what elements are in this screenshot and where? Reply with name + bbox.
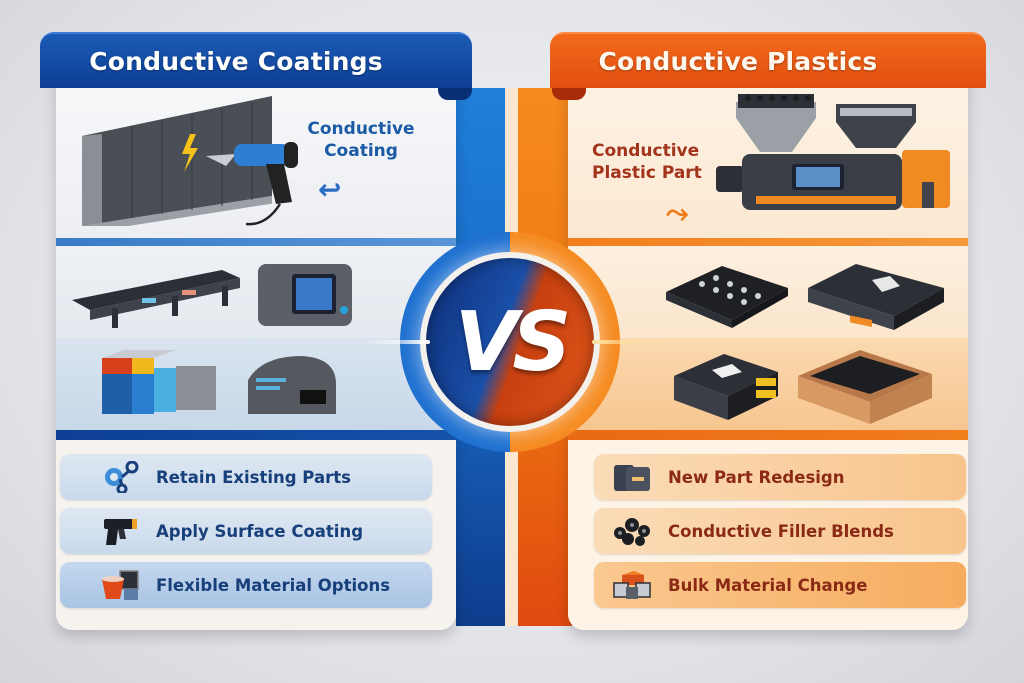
feature-label: Bulk Material Change [668, 575, 868, 595]
feature-retain-existing-parts: Retain Existing Parts [60, 454, 432, 500]
feature-new-part-redesign: New Part Redesign [594, 454, 966, 500]
feature-flexible-material-options: Flexible Material Options [60, 562, 432, 608]
plastic-housing-icon [808, 264, 944, 330]
coating-hero-section: Conductive Coating ↩ [56, 88, 456, 238]
coating-products-row-2 [56, 338, 456, 430]
vs-badge: VS [420, 252, 600, 432]
lightning-icon [182, 134, 198, 172]
spray-gun-icon [206, 142, 298, 226]
coating-callout-label: Conductive Coating [307, 119, 415, 161]
feature-label: New Part Redesign [668, 467, 845, 487]
left-title: Conductive Coatings [89, 46, 383, 76]
plastics-hero-section: Conductive Plastic Part ⤳ [568, 88, 968, 238]
coating-products-row-1 [56, 246, 456, 338]
light-flare [592, 340, 662, 344]
feature-label: Conductive Filler Blends [668, 521, 894, 541]
plastic-tray-icon [666, 266, 788, 328]
right-title: Conductive Plastics [598, 46, 878, 76]
plastic-part-callout-label: Conductive Plastic Part [592, 141, 702, 183]
feature-conductive-filler-blends: Conductive Filler Blends [594, 508, 966, 554]
conveyor-icon [72, 270, 240, 328]
material-bucket-icon [100, 569, 140, 601]
section-divider [568, 238, 968, 246]
spray-gun-icon [100, 515, 140, 547]
light-flare [360, 340, 430, 344]
feature-bulk-material-change: Bulk Material Change [594, 562, 966, 608]
section-divider [56, 430, 456, 440]
plastics-products-row-2 [568, 338, 968, 430]
left-header-ribbon: Conductive Coatings [40, 32, 472, 88]
black-box-icon [674, 354, 778, 420]
plastics-features-list: New Part Redesign Conductive Filler Blen… [568, 440, 968, 630]
link-nodes-icon [100, 460, 140, 495]
color-block-container-icon [102, 350, 216, 414]
enclosure-icon [248, 356, 336, 414]
feature-label: Flexible Material Options [156, 575, 391, 595]
section-divider [56, 238, 456, 246]
cardboard-box-pellets-icon [798, 350, 932, 424]
redesign-parts-icon [612, 461, 652, 493]
curved-arrow-icon: ⤳ [666, 196, 689, 229]
right-header-ribbon: Conductive Plastics [550, 32, 986, 88]
filler-pellets-icon [612, 515, 652, 547]
feature-label: Apply Surface Coating [156, 521, 364, 541]
conductive-plastics-panel: Conductive Plastic Part ⤳ [568, 60, 968, 630]
pellet-hopper-icon [736, 102, 816, 152]
plastics-products-row-1 [568, 246, 968, 338]
section-divider [568, 430, 968, 440]
conductive-coatings-panel: Conductive Coating ↩ [56, 60, 456, 630]
feature-apply-surface-coating: Apply Surface Coating [60, 508, 432, 554]
feature-label: Retain Existing Parts [156, 467, 351, 487]
metal-panel-icon [82, 96, 272, 226]
control-unit-icon [258, 264, 352, 326]
injection-molding-machine-icon [716, 94, 950, 210]
vs-text: VS [454, 294, 572, 390]
curved-arrow-icon: ↩ [318, 173, 342, 206]
coating-features-list: Retain Existing Parts Apply Surface Coat… [56, 440, 456, 630]
material-blocks-icon [612, 569, 652, 601]
